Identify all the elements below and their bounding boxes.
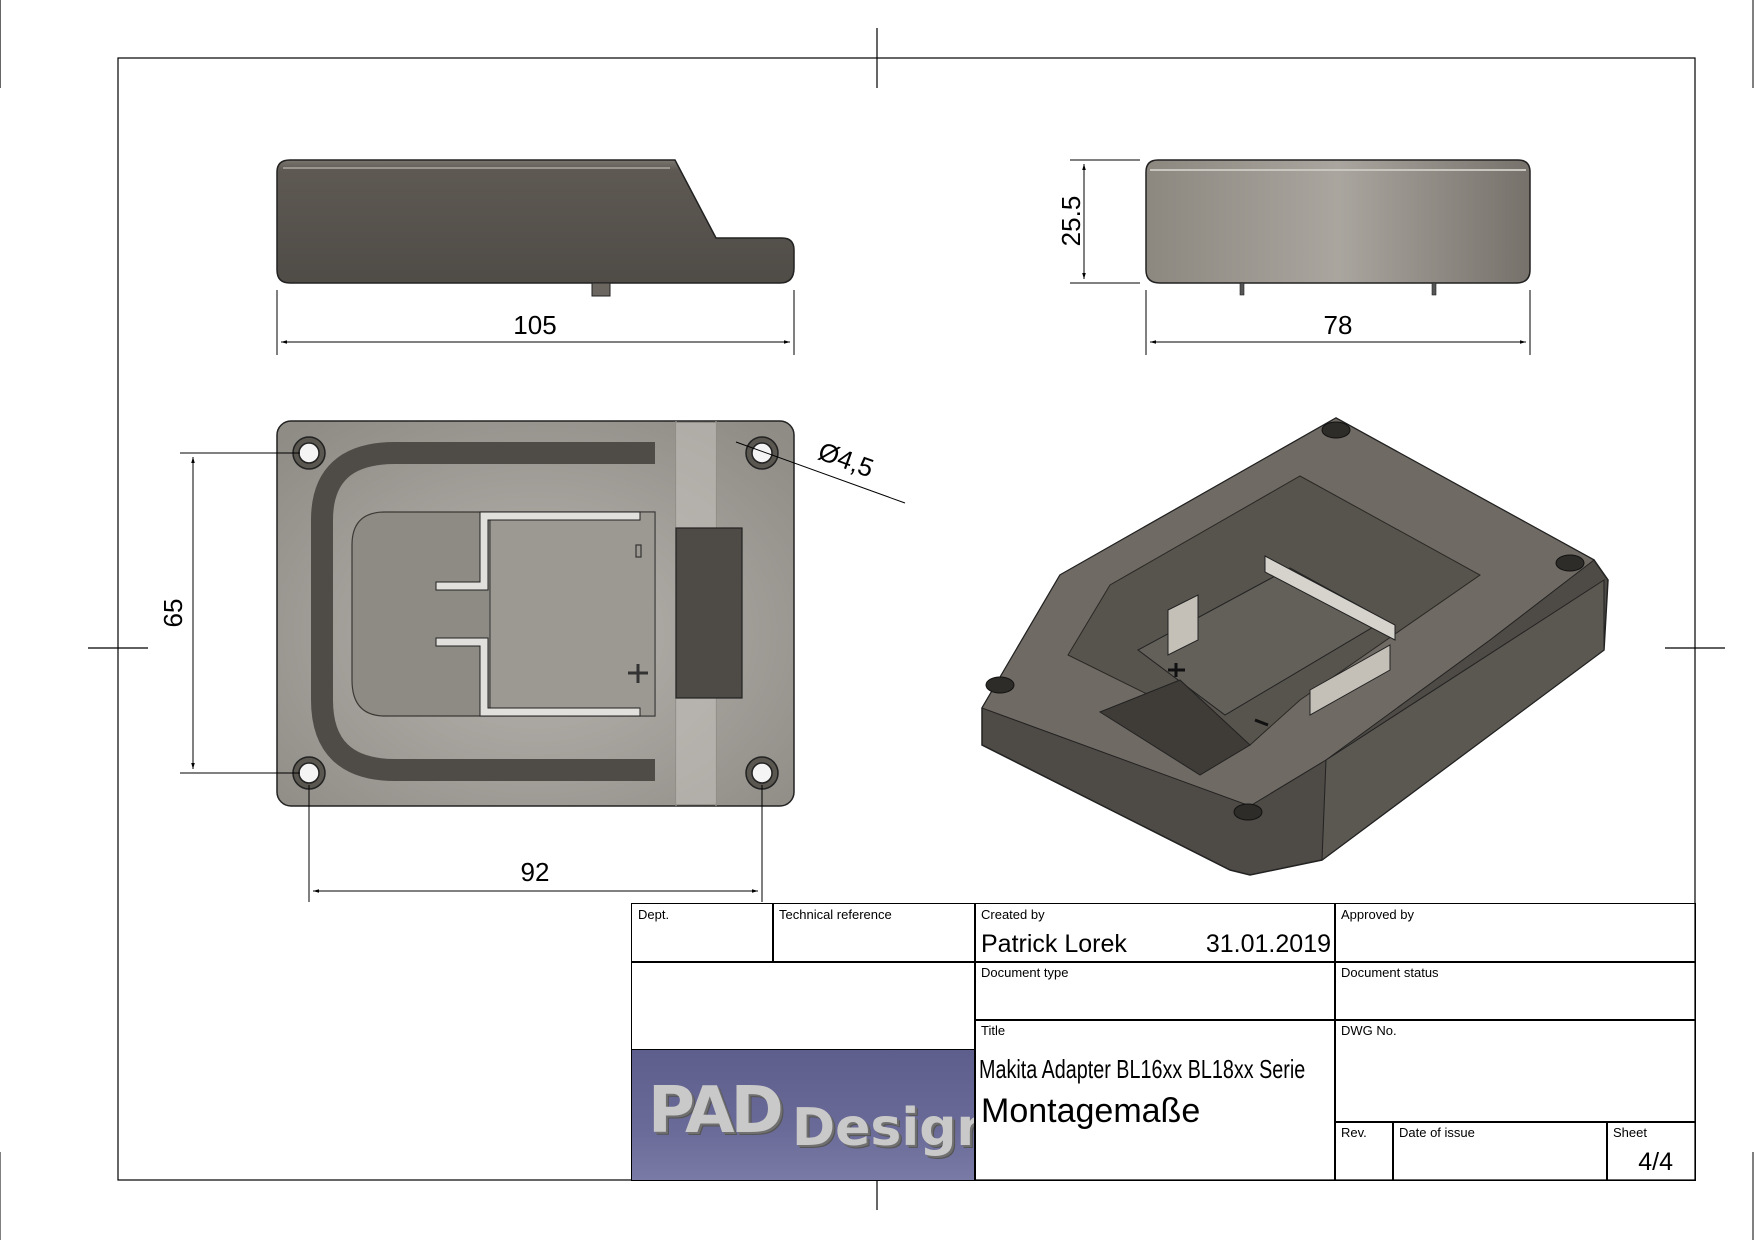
dimension-lines (180, 159, 1531, 902)
dimension-labels: 105 78 25.5 65 92 Ø4,5 (158, 196, 1352, 887)
approved-by-label: Approved by (1341, 907, 1414, 922)
cell-approved-by: Approved by (1334, 903, 1696, 963)
top-view (276, 420, 795, 807)
cell-rev: Rev. (1334, 1121, 1394, 1181)
dwg-no-label: DWG No. (1341, 1023, 1397, 1038)
company-logo: PAD Design (631, 1049, 976, 1181)
cell-technical-reference: Technical reference (772, 903, 976, 963)
dim-78: 78 (1324, 310, 1353, 340)
cell-title: Title Makita Adapter BL16xx BL18xx Serie… (974, 1019, 1336, 1181)
sheet-number: 4/4 (1638, 1148, 1673, 1176)
cell-created-by: Created by Patrick Lorek 31.01.2019 (974, 903, 1336, 963)
mounting-holes (292, 436, 779, 790)
cell-blank-left (631, 961, 976, 1051)
created-date: 31.01.2019 (1205, 930, 1331, 958)
drawing-title-line1: Makita Adapter BL16xx BL18xx Serie (979, 1054, 1306, 1084)
title-label: Title (981, 1023, 1006, 1038)
cell-document-status: Document status (1334, 961, 1696, 1021)
dept-label: Dept. (638, 907, 670, 922)
rev-label: Rev. (1341, 1125, 1367, 1140)
dim-25-5: 25.5 (1056, 196, 1086, 247)
dim-hole-diameter: Ø4,5 (814, 436, 877, 483)
logo-text-right: Design (792, 1098, 976, 1158)
dim-92: 92 (521, 857, 550, 887)
logo-text-left: PAD (648, 1074, 784, 1148)
document-type-label: Document type (981, 965, 1069, 980)
cell-sheet: Sheet 4/4 (1606, 1121, 1696, 1181)
drawing-title-line2: Montagemaße (981, 1092, 1201, 1130)
cell-dept: Dept. (631, 903, 774, 963)
cell-dwg-no: DWG No. (1334, 1019, 1696, 1123)
side-view (276, 159, 795, 297)
dim-65: 65 (158, 599, 188, 628)
end-view (1145, 159, 1531, 296)
technical-reference-label: Technical reference (779, 907, 892, 922)
dim-105: 105 (513, 310, 556, 340)
created-by-name: Patrick Lorek (981, 930, 1127, 958)
date-of-issue-label: Date of issue (1399, 1125, 1475, 1140)
isometric-view (981, 417, 1609, 876)
cell-date-of-issue: Date of issue (1392, 1121, 1608, 1181)
cell-document-type: Document type (974, 961, 1336, 1021)
sheet-label: Sheet (1613, 1125, 1647, 1140)
created-by-label: Created by (981, 907, 1045, 922)
document-status-label: Document status (1341, 965, 1439, 980)
